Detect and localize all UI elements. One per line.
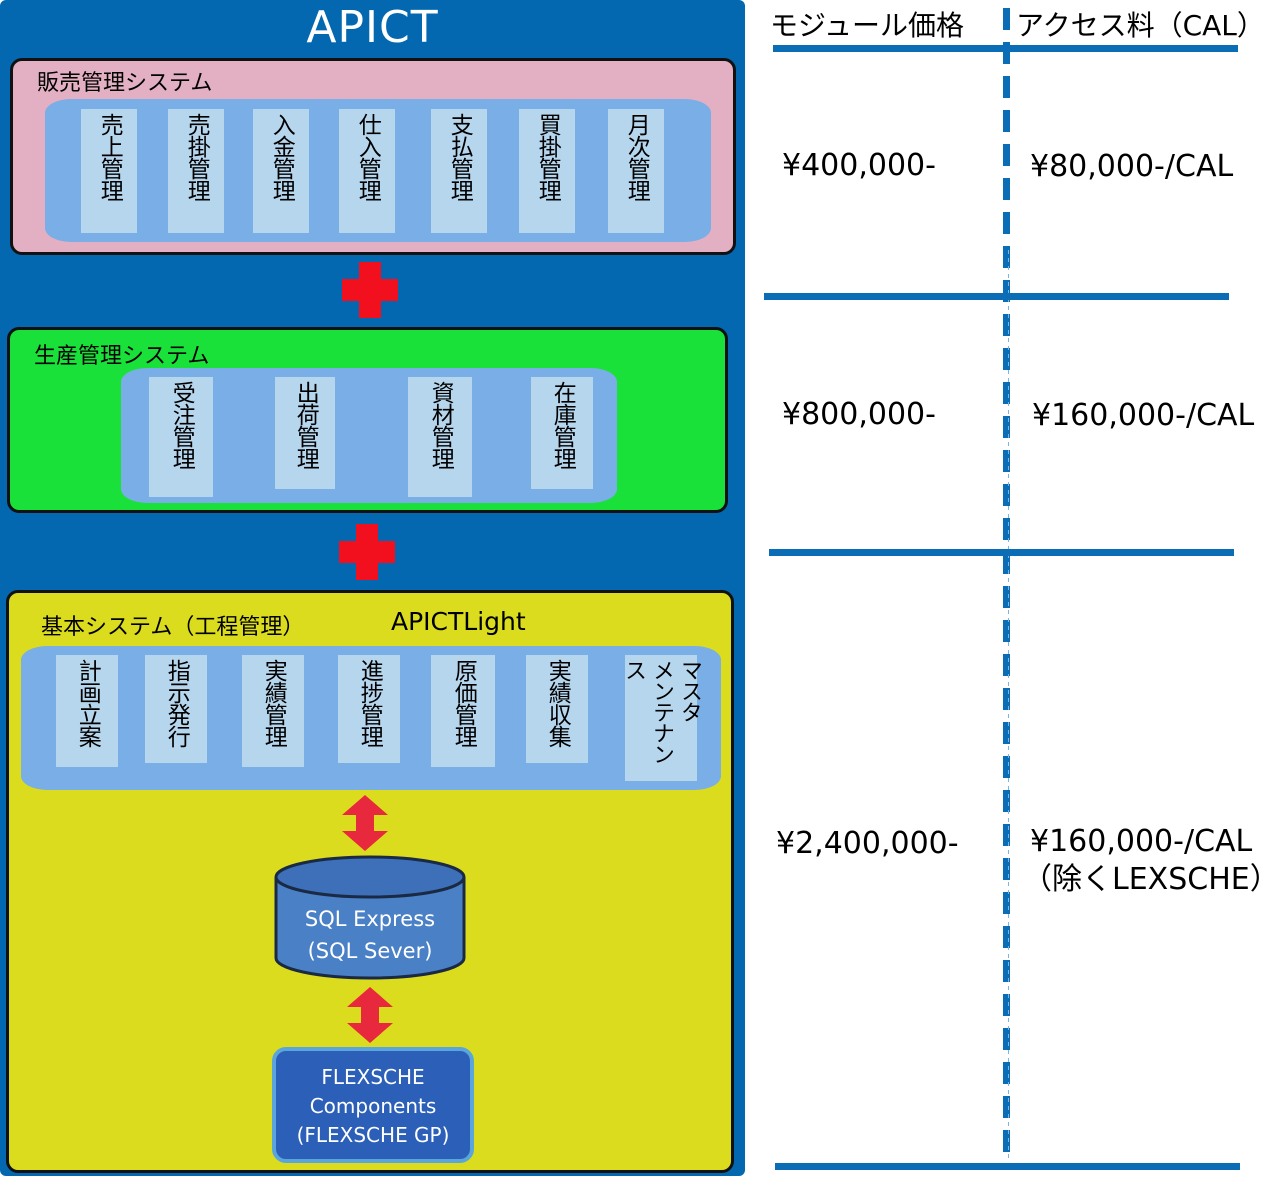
row-rule xyxy=(775,1163,1240,1170)
module-progress: 進捗管理 xyxy=(338,655,400,763)
production-system-box: 生産管理システム 受注管理 出荷管理 資材管理 在庫管理 xyxy=(7,327,728,513)
production-module-price: ¥800,000- xyxy=(782,397,936,432)
column-divider-thin xyxy=(1008,250,1009,1160)
access-fee-header: アクセス料（CAL） xyxy=(1016,9,1265,42)
production-cal-price: ¥160,000-/CAL xyxy=(1032,398,1255,433)
basic-cal-price: ¥160,000-/CAL xyxy=(1030,824,1253,859)
module-instruction: 指示発行 xyxy=(145,655,207,763)
flexsche-line3: (FLEXSCHE GP) xyxy=(296,1123,450,1147)
module-results-collection: 実績収集 xyxy=(526,655,588,763)
row-rule xyxy=(764,293,1229,300)
module-planning: 計画立案 xyxy=(56,655,118,767)
column-divider xyxy=(1003,8,1010,1168)
row-rule xyxy=(773,45,1238,52)
database-name: SQL Express xyxy=(304,907,436,931)
plus-icon xyxy=(339,524,395,580)
apict-title: APICT xyxy=(306,2,439,53)
bidirectional-arrow-icon xyxy=(342,795,388,851)
module-sales: 売上管理 xyxy=(81,109,137,233)
module-results: 実績管理 xyxy=(242,655,304,767)
row-rule xyxy=(769,549,1234,556)
flexsche-components-box: FLEXSCHE Components (FLEXSCHE GP) xyxy=(272,1047,474,1163)
module-order-receiving: 受注管理 xyxy=(149,377,213,497)
plus-icon xyxy=(342,262,398,318)
module-price-header: モジュール価格 xyxy=(770,9,965,42)
module-payment-receipt: 入金管理 xyxy=(253,109,309,233)
basic-system-box: 基本システム（工程管理） APICTLight 計画立案 指示発行 実績管理 進… xyxy=(6,590,734,1173)
database-cylinder: SQL Express (SQL Sever) xyxy=(273,855,467,980)
module-receivables: 売掛管理 xyxy=(168,109,224,233)
module-master-maintenance: マスタ メンテナンス xyxy=(621,655,702,781)
module-materials: 資材管理 xyxy=(408,377,472,497)
module-inventory: 在庫管理 xyxy=(531,377,593,489)
database-engine: (SQL Sever) xyxy=(307,939,433,963)
flexsche-line2: Components xyxy=(309,1094,437,1118)
basic-module-price: ¥2,400,000- xyxy=(776,826,959,861)
basic-cal-note: （除くLEXSCHE） xyxy=(1022,862,1279,897)
production-system-title: 生産管理システム xyxy=(34,344,210,369)
sales-system-title: 販売管理システム xyxy=(37,71,213,96)
basic-system-title: 基本システム（工程管理） xyxy=(41,615,305,640)
module-payment: 支払管理 xyxy=(431,109,487,233)
module-costing: 原価管理 xyxy=(431,655,495,767)
sales-system-box: 販売管理システム 売上管理 売掛管理 入金管理 仕入管理 支払管理 買掛管理 月… xyxy=(10,58,736,255)
bidirectional-arrow-icon xyxy=(347,987,393,1043)
module-monthly: 月次管理 xyxy=(608,109,664,233)
module-purchasing: 仕入管理 xyxy=(339,109,395,233)
flexsche-line1: FLEXSCHE xyxy=(321,1065,425,1089)
module-payables: 買掛管理 xyxy=(519,109,575,233)
product-name: APICTLight xyxy=(391,607,526,636)
sales-module-price: ¥400,000- xyxy=(782,148,936,183)
sales-cal-price: ¥80,000-/CAL xyxy=(1030,149,1234,184)
module-shipping: 出荷管理 xyxy=(275,377,335,489)
